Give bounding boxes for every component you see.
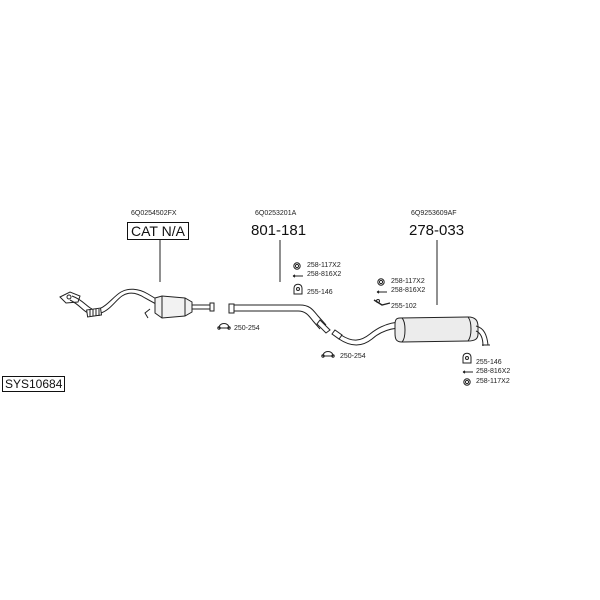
rubber-group-2-label-1: 258-117X2	[391, 278, 425, 285]
rubber-group-1-label-2: 258-816X2	[307, 271, 342, 278]
oe-number-middle: 6Q0253201A	[255, 210, 297, 217]
rubber-group-2-label-3: 255-102	[391, 303, 417, 310]
rubber-group-1-label-3: 255-146	[307, 289, 333, 296]
catalytic-converter-shape	[144, 295, 215, 319]
rubber-group-3-label-1: 255-146	[476, 359, 502, 366]
rear-silencer-shape	[394, 316, 490, 347]
rear-pipe-shape	[331, 321, 403, 346]
clamp-label-2: 250-254	[340, 353, 366, 360]
rubber-group-3-label-2: 258-816X2	[476, 368, 511, 375]
part-label-cat: CAT N/A	[127, 222, 189, 240]
part-label-middle: 801-181	[251, 222, 307, 239]
front-downpipe-shape	[69, 288, 159, 318]
clamp-symbol-2	[321, 351, 335, 358]
front-flange-shape	[59, 291, 81, 304]
system-code-label: SYS10684	[2, 376, 66, 392]
rubber-group-3-label-3: 258-117X2	[476, 378, 510, 385]
rubber-group-3-icons	[462, 352, 473, 386]
part-label-rear: 278-033	[409, 222, 465, 239]
oe-number-rear: 6Q9253609AF	[411, 210, 457, 217]
rubber-group-2-icons	[373, 278, 391, 306]
rubber-group-1-icons	[292, 262, 303, 295]
middle-pipe-shape	[228, 303, 331, 334]
clamp-symbol-1	[217, 323, 231, 330]
rubber-group-2-label-2: 258-816X2	[391, 287, 426, 294]
oe-number-cat: 6Q0254502FX	[131, 210, 177, 217]
rubber-group-1-label-1: 258-117X2	[307, 262, 341, 269]
clamp-label-1: 250-254	[234, 325, 260, 332]
